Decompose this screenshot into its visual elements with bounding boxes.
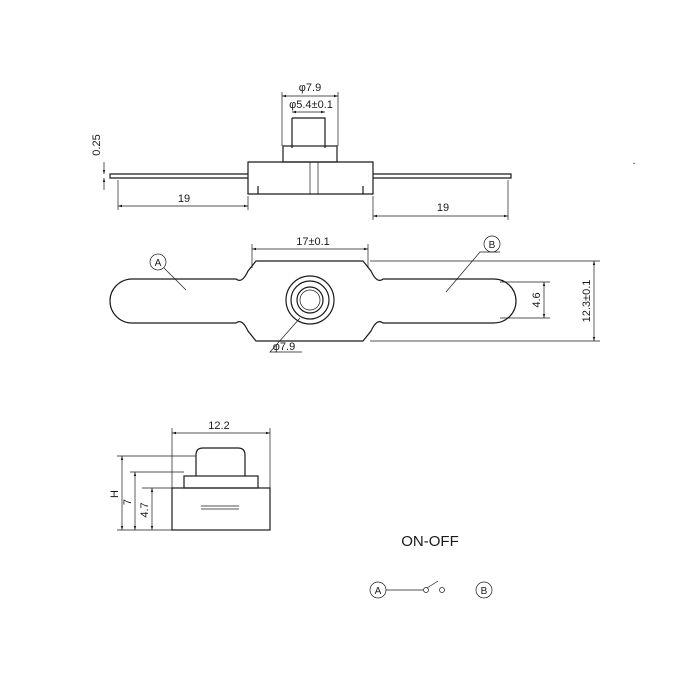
schematic-terminal-b-circle: [475, 581, 493, 599]
front-button-mid: [290, 280, 330, 320]
front-button-outer: [285, 275, 335, 325]
schematic-terminal-a: A: [375, 586, 382, 597]
top-dim-thickness: 0.25: [91, 134, 103, 155]
front-outline: [109, 260, 517, 342]
schematic-switch-blade: [426, 580, 439, 589]
top-dim-left-length: 19: [178, 193, 190, 205]
front-terminal-a-leader: [163, 267, 187, 291]
side-view: 12.2 H 7 4.7: [109, 420, 271, 531]
schematic-contact-right: [439, 587, 445, 593]
schematic-contact-left: [423, 587, 429, 593]
side-dim-width: 12.2: [208, 420, 229, 432]
side-body: [171, 487, 271, 531]
front-view: 17±0.1 φ7.9 12.3±0.1 4.6 A B: [109, 235, 600, 353]
side-dim-4-7: 4.7: [139, 502, 151, 517]
side-collar: [183, 475, 259, 489]
top-button-stem: [291, 117, 326, 148]
front-button-core: [299, 289, 321, 311]
side-dim-7: 7: [122, 499, 134, 505]
front-dim-lug-width: 4.6: [531, 292, 543, 307]
schematic-terminal-b: B: [481, 586, 488, 597]
front-terminal-b-leader: [445, 251, 500, 293]
top-dim-right-length: 19: [437, 202, 449, 214]
front-terminal-a-circle: [149, 253, 167, 271]
side-button: [195, 447, 246, 476]
schematic: ON-OFF A B: [369, 533, 493, 599]
front-dim-width: 17±0.1: [296, 236, 330, 248]
front-hole-leader: [269, 317, 302, 353]
top-left-tab: [109, 173, 248, 179]
top-view: φ7.9 φ5.4±0.1 0.25 19 19 .: [91, 82, 636, 220]
schematic-title: ON-OFF: [401, 533, 459, 550]
top-right-tab: [373, 173, 512, 179]
front-button-inner: [296, 286, 324, 314]
front-dim-hole-dia: φ7.9: [273, 341, 295, 353]
front-dim-height: 12.3±0.1: [581, 280, 593, 323]
top-dim-inner-dia: φ5.4±0.1: [289, 99, 333, 111]
top-body: [247, 161, 374, 195]
top-dim-outer-dia: φ7.9: [299, 82, 321, 94]
top-button-collar: [282, 145, 338, 163]
front-terminal-a: A: [155, 258, 162, 269]
front-terminal-b: B: [489, 240, 496, 251]
side-dim-h: H: [109, 490, 121, 498]
stray-mark: .: [632, 155, 635, 167]
